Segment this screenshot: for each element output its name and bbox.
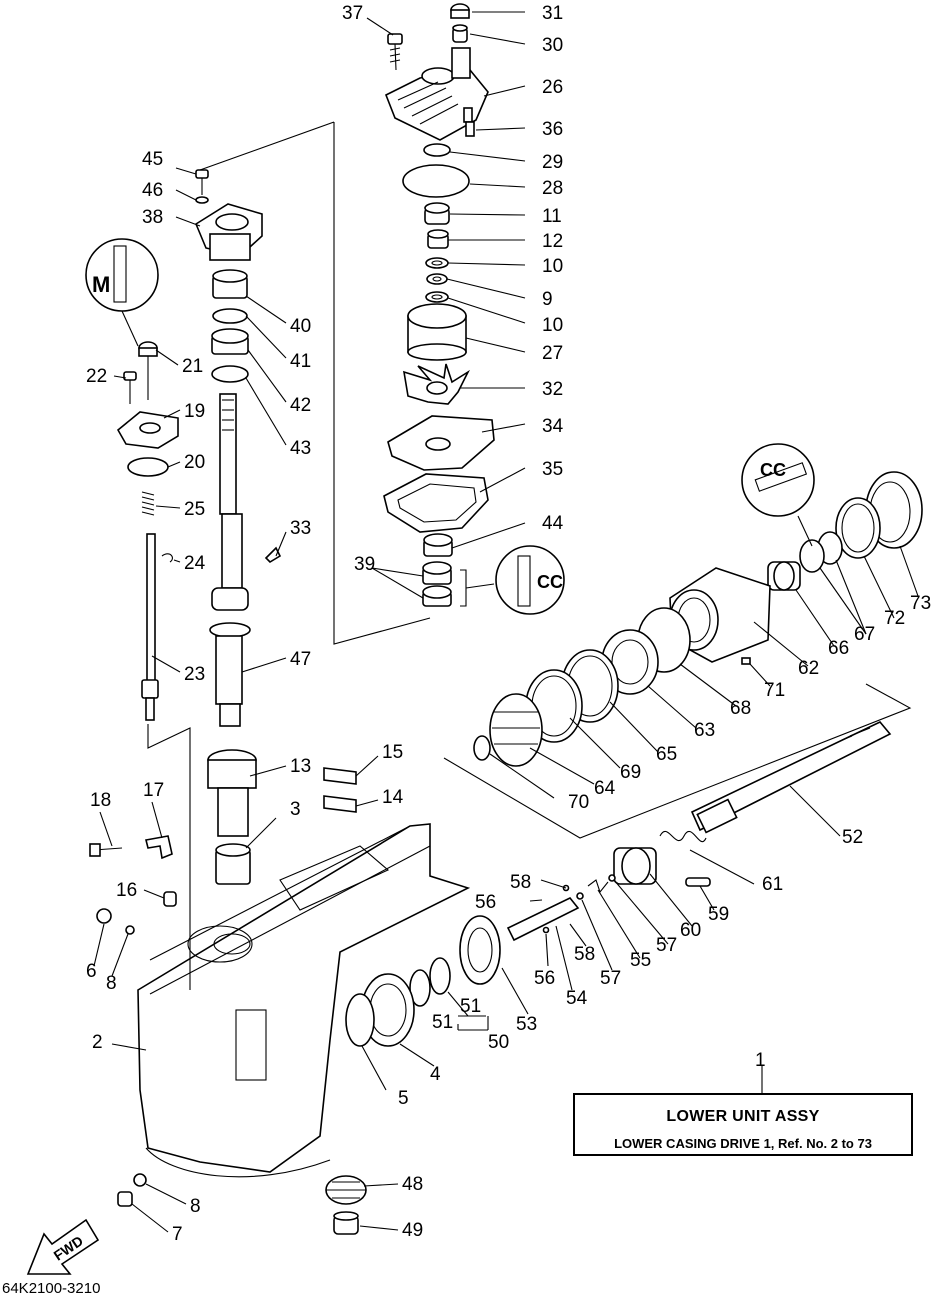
callout-label: 56 (534, 968, 555, 989)
callout-label: 16 (116, 880, 137, 901)
callout-label: 61 (762, 874, 783, 895)
callout-label: 42 (290, 395, 311, 416)
water-pump-stack: CC (383, 3, 565, 615)
callout-label: 32 (542, 379, 563, 400)
callout-label: 20 (184, 452, 205, 473)
svg-text:CC: CC (537, 572, 563, 592)
callout-label: 57 (656, 935, 677, 956)
callout-label: 51 (432, 1012, 453, 1033)
callout-label: 38 (142, 207, 163, 228)
callout-label: 39 (354, 554, 375, 575)
callout-label: 30 (542, 35, 563, 56)
callout-label: 11 (542, 206, 562, 227)
drawing-id: 64K2100-3210 (2, 1280, 101, 1297)
callout-labels: 37 31 30 26 36 29 28 11 12 10 9 10 27 32… (86, 3, 931, 1245)
callout-label: 46 (142, 180, 163, 201)
callout-label: 33 (290, 518, 311, 539)
callout-label: 53 (516, 1014, 537, 1035)
callout-label: 58 (574, 944, 595, 965)
callout-label: 55 (630, 950, 651, 971)
assembly-description: LOWER CASING DRIVE 1, Ref. No. 2 to 73 (614, 1136, 872, 1151)
callout-label: 45 (142, 149, 163, 170)
svg-text:M: M (92, 272, 110, 297)
callout-label: 59 (708, 904, 729, 925)
drive-shaft-group (195, 169, 357, 885)
callout-label: 1 (755, 1050, 766, 1071)
callout-label: 60 (680, 920, 701, 941)
callout-label: 19 (184, 401, 205, 422)
callout-label: 36 (542, 119, 563, 140)
callout-label: 40 (290, 316, 311, 337)
callout-label: 8 (190, 1196, 201, 1217)
callout-label: 18 (90, 790, 111, 811)
callout-label: 37 (342, 3, 363, 24)
callout-label: 2 (92, 1032, 103, 1053)
callout-label: 12 (542, 231, 563, 252)
callout-label: 27 (542, 343, 563, 364)
callout-label: 69 (620, 762, 641, 783)
callout-label: 68 (730, 698, 751, 719)
callout-label: 50 (488, 1032, 509, 1053)
callout-label: 29 (542, 152, 563, 173)
callout-label: 65 (656, 744, 677, 765)
callout-label: 10 (542, 256, 563, 277)
assembly-title: LOWER UNIT ASSY (666, 1108, 820, 1125)
callout-label: 56 (475, 892, 496, 913)
callout-label: 72 (884, 608, 905, 629)
callout-label: 71 (764, 680, 785, 701)
callout-label: 3 (290, 799, 301, 820)
callout-label: 15 (382, 742, 403, 763)
callout-label: 13 (290, 756, 311, 777)
callout-label: 7 (172, 1224, 183, 1245)
callout-label: 31 (542, 3, 563, 24)
callout-label: 6 (86, 961, 97, 982)
callout-label: 21 (182, 356, 203, 377)
callout-label: 70 (568, 792, 589, 813)
callout-label: 4 (430, 1064, 441, 1085)
callout-label: 64 (594, 778, 616, 799)
callout-label: 22 (86, 366, 107, 387)
callout-label: 58 (510, 872, 531, 893)
callout-label: 67 (854, 624, 875, 645)
callout-label: 5 (398, 1088, 409, 1109)
callout-label: 26 (542, 77, 563, 98)
callout-label: 17 (143, 780, 164, 801)
shift-rod-group: M (85, 238, 179, 935)
callout-label: 48 (402, 1174, 423, 1195)
callout-label: 43 (290, 438, 311, 459)
callout-label: 35 (542, 459, 563, 480)
callout-label: 41 (290, 351, 311, 372)
callout-label: 9 (542, 289, 553, 310)
callout-label: 23 (184, 664, 205, 685)
callout-label: 25 (184, 499, 205, 520)
assembly-info-box: LOWER UNIT ASSY LOWER CASING DRIVE 1, Re… (573, 1093, 913, 1156)
svg-text:CC: CC (760, 460, 786, 480)
callout-label: 57 (600, 968, 621, 989)
fwd-arrow-icon: FWD (26, 1218, 100, 1275)
callout-label: 62 (798, 658, 819, 679)
callout-label: 66 (828, 638, 849, 659)
leader-lines (93, 11, 919, 1233)
callout-label: 73 (910, 593, 931, 614)
callout-label: 63 (694, 720, 715, 741)
callout-label: 49 (402, 1220, 423, 1241)
gear-assembly: CC (117, 443, 923, 1235)
callout-label: 47 (290, 649, 311, 670)
callout-label: 14 (382, 787, 404, 808)
callout-label: 34 (542, 416, 564, 437)
callout-label: 28 (542, 178, 563, 199)
callout-label: 24 (184, 553, 206, 574)
callout-label: 44 (542, 513, 564, 534)
lower-casing (137, 823, 471, 1178)
callout-label: 54 (566, 988, 588, 1009)
callout-label: 8 (106, 973, 117, 994)
callout-label: 52 (842, 827, 863, 848)
callout-label: 10 (542, 315, 563, 336)
callout-label: 51 (460, 996, 481, 1017)
